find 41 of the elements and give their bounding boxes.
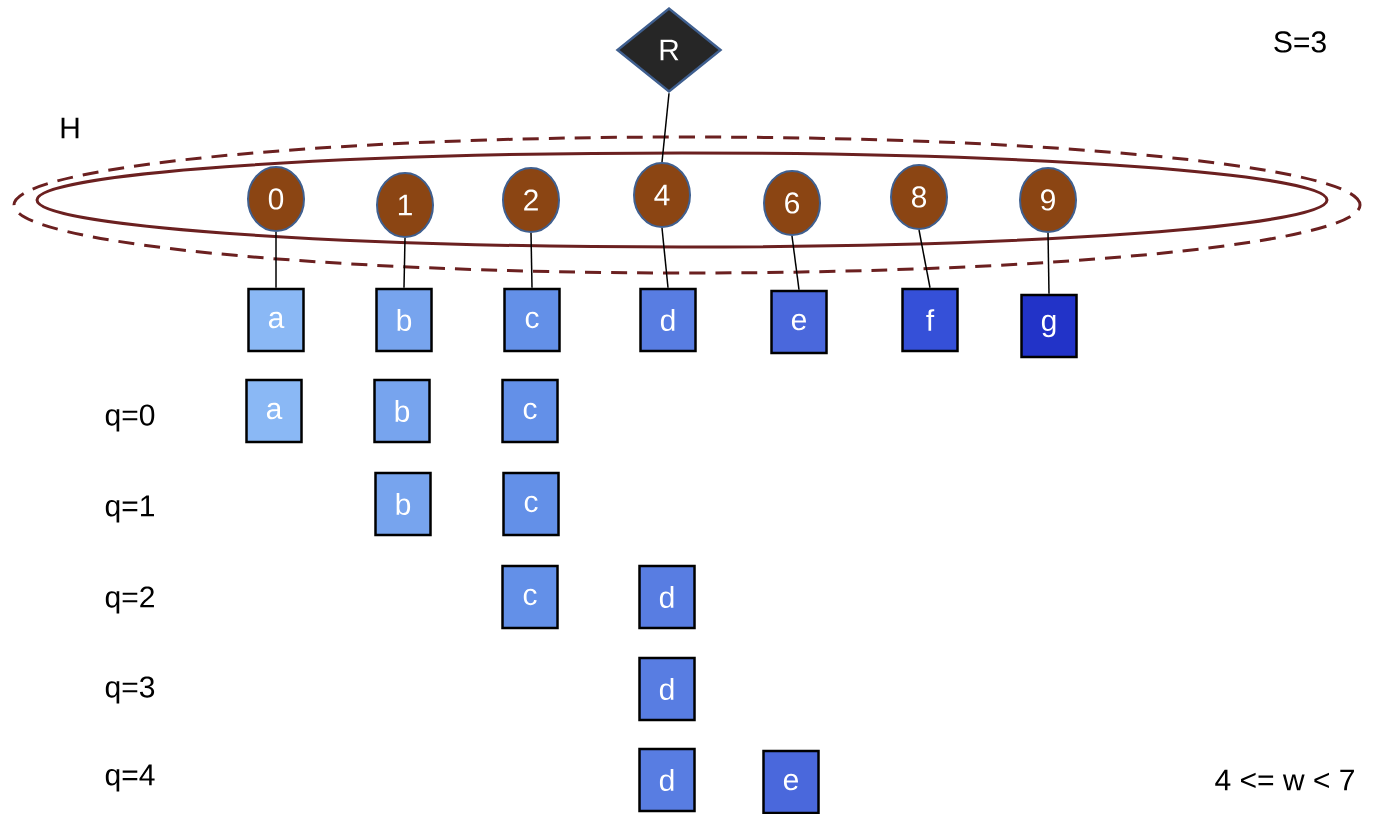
solid-ellipse: [35, 151, 1329, 249]
square-node: c: [501, 564, 559, 630]
connector-line: [275, 231, 277, 289]
square-node: g: [1020, 293, 1078, 359]
square-node: d: [639, 287, 697, 353]
text-label: q=2: [105, 586, 154, 614]
square-node: b: [375, 287, 433, 353]
square-node: d: [638, 656, 696, 722]
square-node: b: [373, 378, 431, 444]
square-node: e: [762, 749, 820, 814]
text-label: q=0: [105, 404, 155, 432]
circle-node: 1: [376, 172, 434, 238]
circle-node: 9: [1019, 167, 1077, 233]
connector-line: [661, 92, 670, 163]
square-node: b: [374, 471, 432, 537]
connector-line: [661, 227, 669, 289]
square-node: c: [501, 378, 559, 444]
square-node: d: [638, 747, 696, 813]
circle-node: 8: [890, 164, 948, 230]
square-node: a: [247, 287, 305, 353]
circle-node: 0: [247, 166, 305, 232]
ellipse-label: H: [61, 117, 79, 139]
connector-line: [791, 235, 800, 291]
connector-line: [918, 229, 931, 289]
square-node: d: [638, 564, 696, 630]
circle-node: 4: [633, 162, 691, 228]
text-label: 4 <= w < 7: [1215, 769, 1354, 791]
square-node: f: [901, 287, 959, 353]
connector-line: [403, 237, 406, 289]
text-label: S=3: [1274, 31, 1326, 53]
square-node: c: [502, 471, 560, 537]
text-label: q=3: [105, 676, 155, 704]
circle-node: 6: [763, 170, 821, 236]
square-node: a: [245, 378, 303, 444]
text-label: q=1: [105, 495, 154, 523]
connector-line: [530, 232, 533, 289]
connector-line: [1047, 232, 1050, 295]
square-node: e: [770, 289, 828, 355]
text-label: q=4: [105, 764, 155, 792]
square-node: c: [503, 287, 561, 353]
circle-node: 2: [502, 167, 560, 233]
